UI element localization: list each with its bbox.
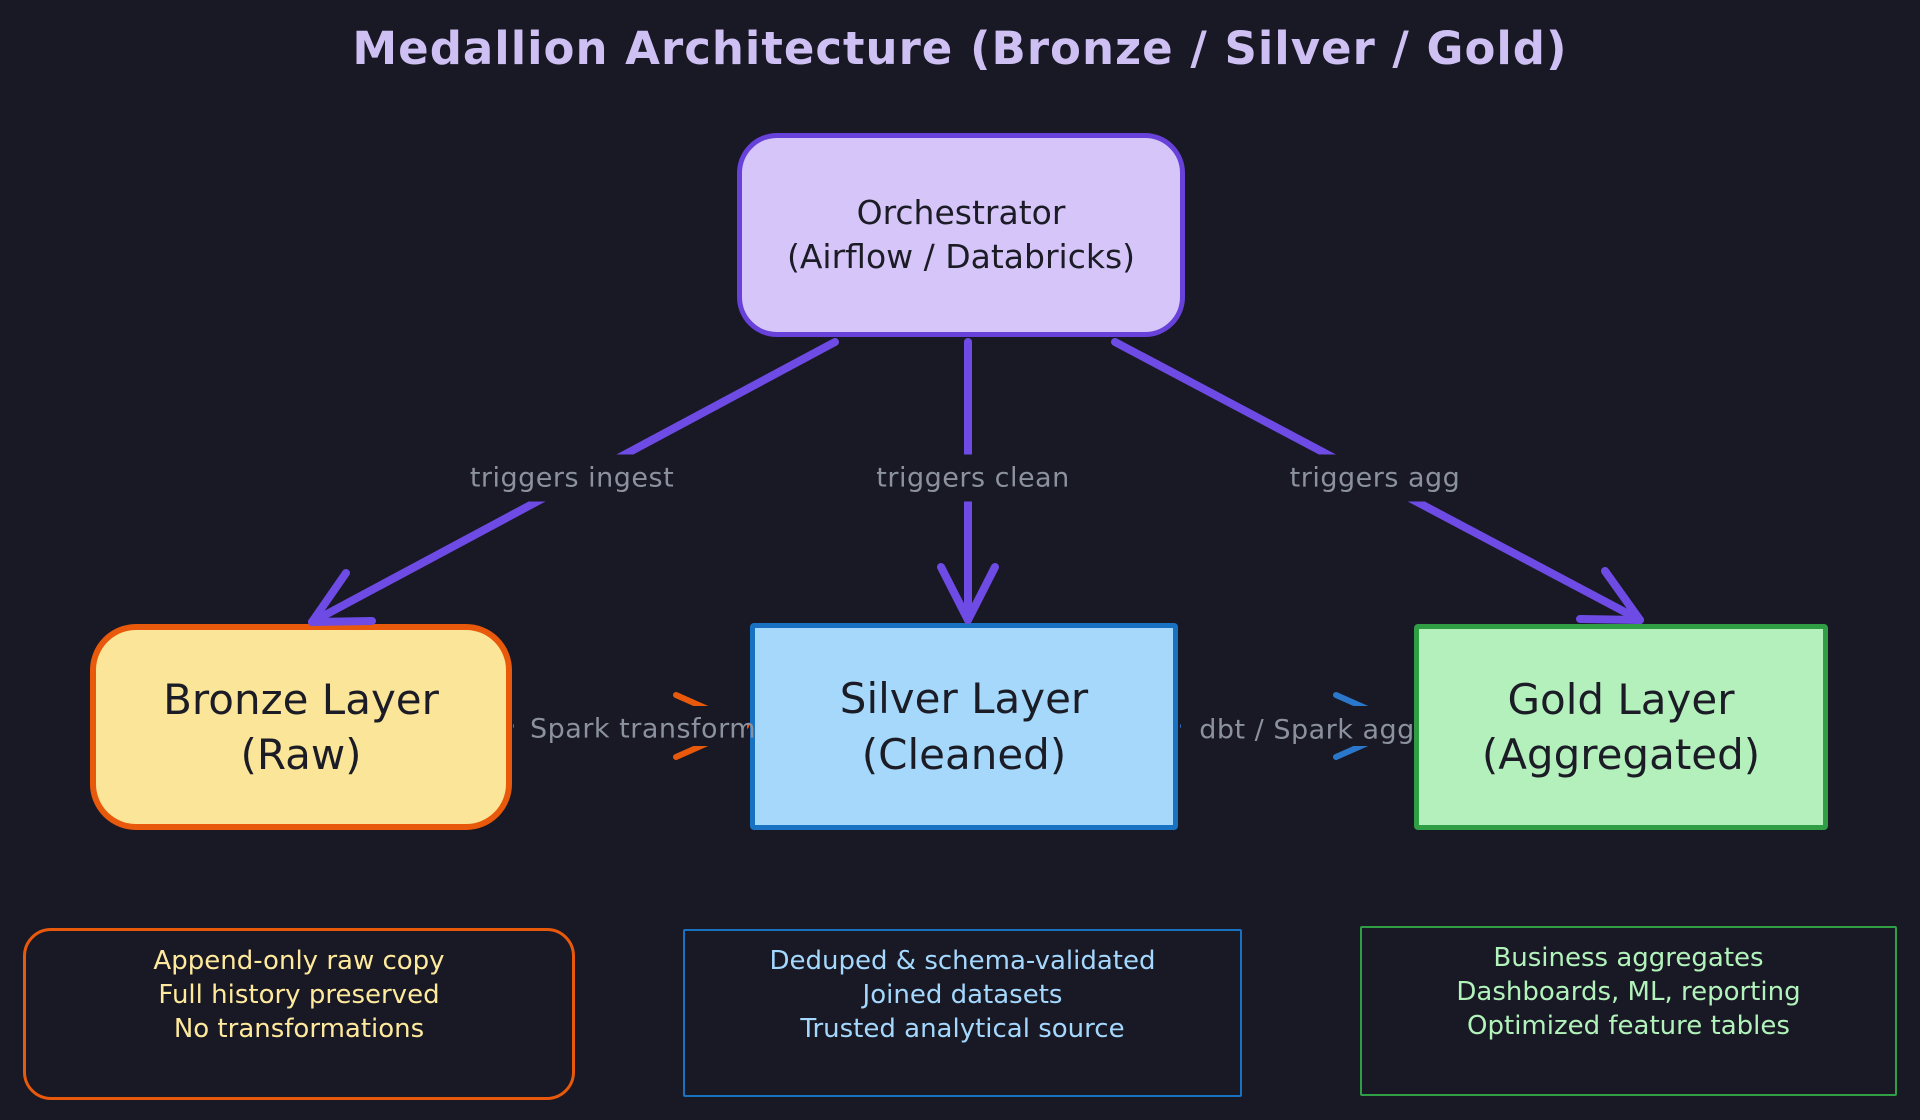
gold-notes-box: Business aggregates Dashboards, ML, repo…	[1360, 926, 1897, 1096]
silver-layer-node: Silver Layer (Cleaned)	[750, 623, 1178, 830]
silver-note-line: Joined datasets	[862, 980, 1063, 1010]
edge-label-triggers-ingest: triggers ingest	[457, 454, 687, 502]
bronze-note-line: No transformations	[173, 1014, 425, 1044]
diagram-title: Medallion Architecture (Bronze / Silver …	[352, 22, 1568, 75]
bronze-label-line2: (Raw)	[240, 730, 362, 779]
edge-label-triggers-clean: triggers clean	[864, 454, 1082, 502]
bronze-label-line1: Bronze Layer	[163, 674, 439, 724]
gold-note-line: Dashboards, ML, reporting	[1456, 977, 1801, 1007]
silver-note-line: Deduped & schema-validated	[769, 946, 1156, 976]
orchestrator-label-line2: (Airflow / Databricks)	[786, 237, 1136, 276]
silver-label-line2: (Cleaned)	[861, 729, 1067, 779]
silver-note-line: Trusted analytical source	[800, 1014, 1125, 1044]
bronze-note-line: Full history preserved	[158, 980, 440, 1010]
edge-label-spark-transform: Spark transform	[529, 713, 757, 745]
label-gap-bronze-silver	[514, 706, 747, 746]
bronze-layer-node: Bronze Layer (Raw)	[90, 624, 512, 830]
gold-layer-node: Gold Layer (Aggregated)	[1414, 624, 1828, 830]
orchestrator-label-line1: Orchestrator	[856, 193, 1066, 233]
gold-note-line: Optimized feature tables	[1467, 1011, 1790, 1041]
bronze-notes-box: Append-only raw copy Full history preser…	[23, 928, 575, 1100]
label-gap-silver-gold	[1181, 706, 1409, 746]
silver-label-line1: Silver Layer	[839, 674, 1089, 724]
silver-notes-box: Deduped & schema-validated Joined datase…	[683, 929, 1242, 1097]
edge-label-dbt-spark-agg: dbt / Spark agg	[1199, 714, 1415, 746]
gold-label-line1: Gold Layer	[1507, 674, 1735, 724]
gold-note-line: Business aggregates	[1493, 943, 1764, 973]
orchestrator-node: Orchestrator (Airflow / Databricks)	[737, 133, 1185, 337]
gold-label-line2: (Aggregated)	[1481, 730, 1761, 779]
edge-label-triggers-agg: triggers agg	[1277, 454, 1473, 502]
bronze-note-line: Append-only raw copy	[153, 946, 445, 976]
